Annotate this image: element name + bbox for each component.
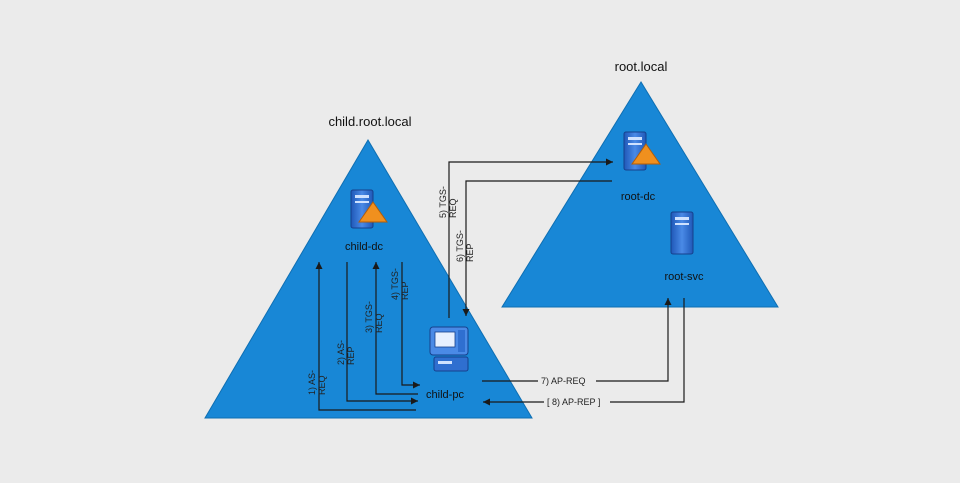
ap-rep-label-bg — [544, 395, 610, 408]
as-rep-arrow — [346, 262, 418, 405]
ap-req-label-bg — [538, 374, 596, 387]
as-req-arrow — [315, 262, 416, 411]
root-domain-triangle — [501, 81, 779, 308]
tgs-req-child-arrow — [372, 262, 418, 395]
tgs-rep-root-arrow — [462, 180, 612, 316]
as-req-label: 1) AS- REQ — [307, 367, 327, 395]
ap-req-label: 7) AP-REQ — [541, 376, 586, 386]
child-dc-label: child-dc — [345, 241, 383, 253]
tgs-rep-child-arrow — [401, 262, 420, 389]
child-domain-triangle — [204, 139, 533, 419]
child-domain-label: child.root.local — [328, 114, 411, 129]
root-svc-label: root-svc — [664, 271, 704, 283]
root-domain-label: root.local — [615, 59, 668, 74]
root-dc-warning-icon — [631, 143, 661, 165]
child-pc-computer-icon — [429, 326, 469, 372]
root-svc-server-icon — [670, 211, 694, 255]
ap-req-arrow — [482, 298, 672, 382]
child-dc-server-icon — [350, 189, 388, 229]
tgs-req-child-label: 3) TGS- REQ — [364, 299, 384, 333]
child-dc-warning-icon — [358, 201, 388, 223]
tgs-rep-root-label: 6) TGS- REP — [455, 228, 475, 262]
child-pc-label: child-pc — [426, 389, 464, 401]
root-dc-server-icon — [623, 131, 661, 171]
tgs-rep-child-label: 4) TGS- REP — [390, 266, 410, 300]
root-dc-label: root-dc — [621, 191, 656, 203]
ap-rep-label: [ 8) AP-REP ] — [547, 397, 600, 407]
as-rep-label: 2) AS- REP — [336, 337, 356, 365]
tgs-req-root-label: 5) TGS- REQ — [438, 184, 458, 218]
tgs-req-root-arrow — [448, 158, 613, 318]
